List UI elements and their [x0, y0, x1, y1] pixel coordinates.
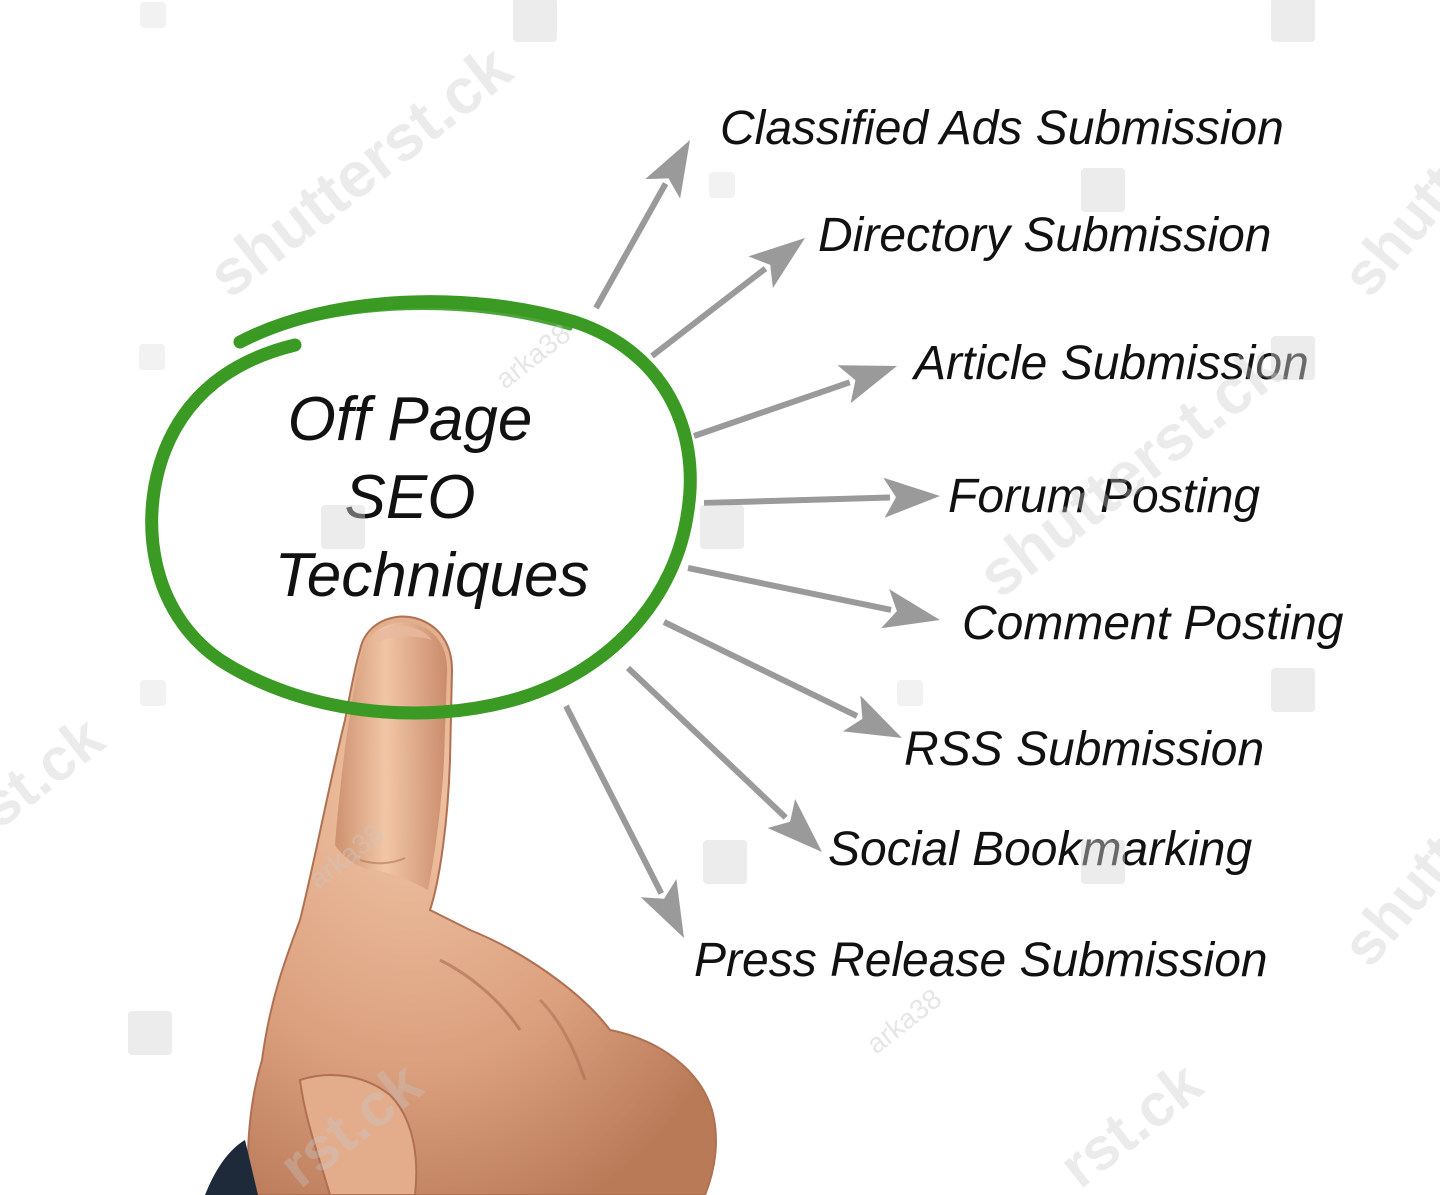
- watermark-logo-icon: [513, 0, 557, 42]
- watermark-brand-7: shutters: [1329, 754, 1440, 978]
- branch-label-article: Article Submission: [911, 337, 1309, 390]
- branch-label-comment: Comment Posting: [962, 597, 1344, 650]
- center-title-line-1: Off Page: [288, 385, 533, 454]
- arrow-head-5: [881, 589, 940, 629]
- watermark-logo-icon: [321, 505, 365, 549]
- branch-labels: Classified Ads Submission Directory Subm…: [694, 102, 1344, 987]
- arrows: [563, 140, 940, 938]
- watermark-logo-icon: [709, 172, 735, 198]
- center-circle: [145, 295, 697, 720]
- watermark-logo-icon: [1271, 668, 1315, 712]
- arrow-head-4: [883, 477, 940, 518]
- arrow-head-3: [837, 365, 897, 404]
- watermark-logo-icon: [1081, 168, 1125, 212]
- watermark-icons: [128, 0, 1315, 1055]
- watermark-logo-icon: [700, 505, 744, 549]
- watermark-logo-icon: [1081, 840, 1125, 884]
- watermark-brand-3: st.ck: [0, 703, 116, 840]
- watermark-contributor-1: arka38: [490, 318, 577, 395]
- watermark-logo-icon: [140, 680, 166, 706]
- branch-label-rss: RSS Submission: [904, 723, 1264, 776]
- arrow-head-7: [767, 799, 822, 852]
- arrow-shaft-5: [687, 565, 892, 613]
- arrow-shaft-4: [703, 494, 891, 506]
- watermark-brand-6: shutters: [1329, 84, 1440, 308]
- watermark-logo-icon: [1271, 0, 1315, 42]
- arrow-head-8: [640, 879, 684, 938]
- watermark-brand-1: shutterst.ck: [194, 31, 525, 311]
- center-title-line-2: SEO: [345, 463, 476, 532]
- watermark-logo-icon: [140, 2, 166, 28]
- arrow-head-6: [842, 695, 902, 738]
- arrow-shaft-3: [693, 379, 851, 439]
- arrow-shaft-7: [625, 665, 788, 820]
- branch-label-classified-ads: Classified Ads Submission: [720, 102, 1284, 155]
- center-title: Off Page SEO Techniques: [275, 385, 590, 610]
- branch-label-social-bookmarking: Social Bookmarking: [828, 823, 1253, 876]
- pointing-hand-image: [205, 615, 717, 1195]
- watermark-logo-icon: [897, 680, 923, 706]
- arrow-shaft-8: [563, 704, 665, 895]
- arrow-shaft-1: [593, 182, 669, 310]
- watermark-logo-icon: [128, 1011, 172, 1055]
- watermark-logo-icon: [1271, 336, 1315, 380]
- arrow-shaft-2: [650, 266, 768, 359]
- watermark-brand-5: rst.ck: [1047, 1048, 1215, 1195]
- center-title-line-3: Techniques: [275, 541, 590, 610]
- arrow-head-1: [645, 140, 690, 199]
- watermark-logo-icon: [703, 840, 747, 884]
- watermark-logo-icon: [139, 344, 165, 370]
- arrow-head-2: [748, 238, 805, 288]
- watermark-contributor-3: arka38: [861, 983, 948, 1060]
- arrow-shaft-6: [662, 619, 859, 719]
- branch-label-directory: Directory Submission: [818, 209, 1271, 262]
- branch-label-forum: Forum Posting: [948, 470, 1260, 523]
- center-circle-stroke: [145, 295, 697, 720]
- branch-label-press-release: Press Release Submission: [694, 934, 1268, 987]
- center-circle-stroke-overlap: [245, 305, 573, 343]
